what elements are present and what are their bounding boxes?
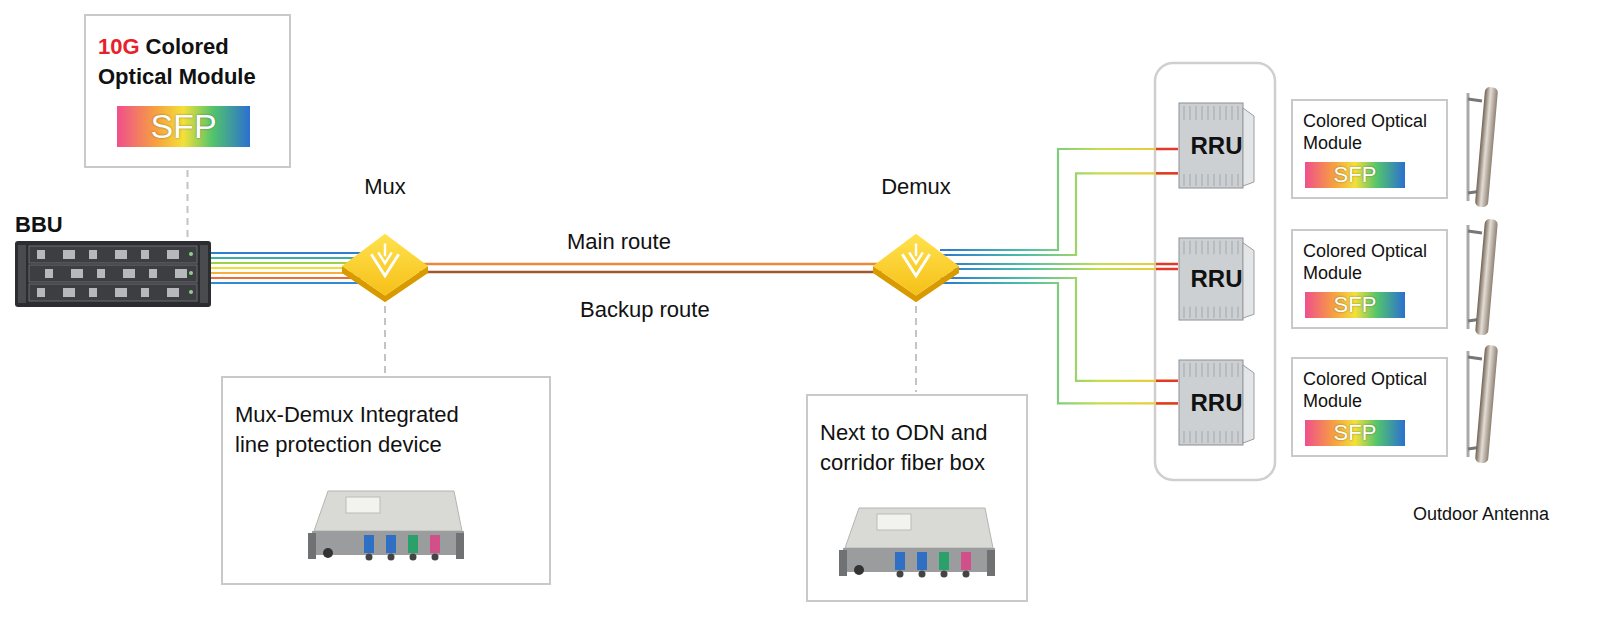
fiber-tip [1156, 148, 1178, 151]
fiber-line [940, 173, 1178, 255]
mux-node: Mux [340, 174, 430, 304]
rru-unit: RRU [1178, 359, 1255, 446]
connector [419, 272, 882, 273]
wdm-diamond [872, 232, 960, 304]
connector [385, 306, 386, 374]
module-title: Colored Optical Module [1303, 240, 1436, 284]
rru-label: RRU [1178, 359, 1255, 446]
plain-label: Outdoor Antenna [1413, 503, 1549, 525]
fiber-line [211, 262, 366, 264]
bbu-chassis [15, 241, 211, 307]
connector [940, 278, 1178, 403]
fiber-tip [1156, 263, 1178, 266]
module-box: Colored Optical ModuleSFP [1291, 357, 1448, 457]
wdm-diamond-art [872, 232, 960, 304]
device-photo [306, 487, 466, 565]
sfp-label: SFP [1305, 292, 1405, 318]
fiber-line [211, 257, 366, 259]
connector [419, 264, 882, 265]
device-photo-art [306, 487, 466, 565]
fiber-line [211, 282, 366, 284]
wdm-diamond-art [341, 232, 429, 304]
speed-tag: 10G [98, 34, 140, 59]
rru-unit: RRU [1178, 102, 1255, 189]
module-heading: 10GColored Optical Module [98, 32, 277, 92]
antenna [1468, 345, 1498, 464]
device-photo-art [837, 504, 997, 582]
callout-text: Mux-Demux Integrated line protection dev… [235, 400, 485, 460]
rru-unit: RRU [1178, 237, 1255, 321]
fiber-line [940, 263, 1178, 265]
rru-group-frame [1155, 63, 1275, 480]
fiber-tip [1156, 380, 1178, 383]
antenna [1468, 219, 1498, 336]
connector [940, 149, 1178, 255]
edge-label: Main route [564, 229, 674, 255]
callout-text: Next to ODN and corridor fiber box [820, 418, 1014, 478]
fiber-line [940, 268, 1178, 270]
sfp-label: SFP [1305, 420, 1405, 446]
device-callout-box: Next to ODN and corridor fiber box [806, 394, 1028, 602]
fiber-line [211, 252, 366, 254]
module-box: Colored Optical ModuleSFP [1291, 99, 1448, 199]
connector [916, 306, 917, 392]
connector [940, 264, 1178, 269]
module-title: Colored Optical Module [1303, 110, 1436, 154]
sfp-label: SFP [117, 106, 250, 147]
device-callout-box: Mux-Demux Integrated line protection dev… [221, 376, 551, 585]
sfp-label: SFP [1305, 162, 1405, 188]
leader-line [384, 306, 386, 374]
unit-label: BBU [15, 212, 211, 238]
fiber-line [211, 277, 366, 279]
antenna [1468, 87, 1498, 208]
module-box: Colored Optical ModuleSFP [1291, 229, 1448, 329]
edge-label: Backup route [577, 297, 713, 323]
hub-label: Mux [340, 174, 430, 200]
bbu-chassis-art [15, 241, 211, 307]
device-photo [837, 504, 997, 582]
hub-label: Demux [871, 174, 961, 200]
trunk-fiber [419, 271, 882, 274]
bbu-unit: BBU [15, 212, 211, 307]
leader-line [187, 170, 189, 239]
rru-label: RRU [1178, 102, 1255, 189]
fiber-line [940, 283, 1178, 403]
fiber-tip [1156, 402, 1178, 405]
rru-label: RRU [1178, 237, 1255, 321]
leader-line [915, 306, 917, 392]
fiber-tip [1156, 268, 1178, 271]
demux-node: Demux [871, 174, 961, 304]
trunk-fiber [419, 263, 882, 266]
module-title: Colored Optical Module [1303, 368, 1436, 412]
module-callout-box: 10GColored Optical ModuleSFP [84, 14, 291, 168]
fiber-line [940, 149, 1178, 250]
connector [187, 170, 188, 239]
wdm-diamond [341, 232, 429, 304]
fiber-tip [1156, 172, 1178, 175]
